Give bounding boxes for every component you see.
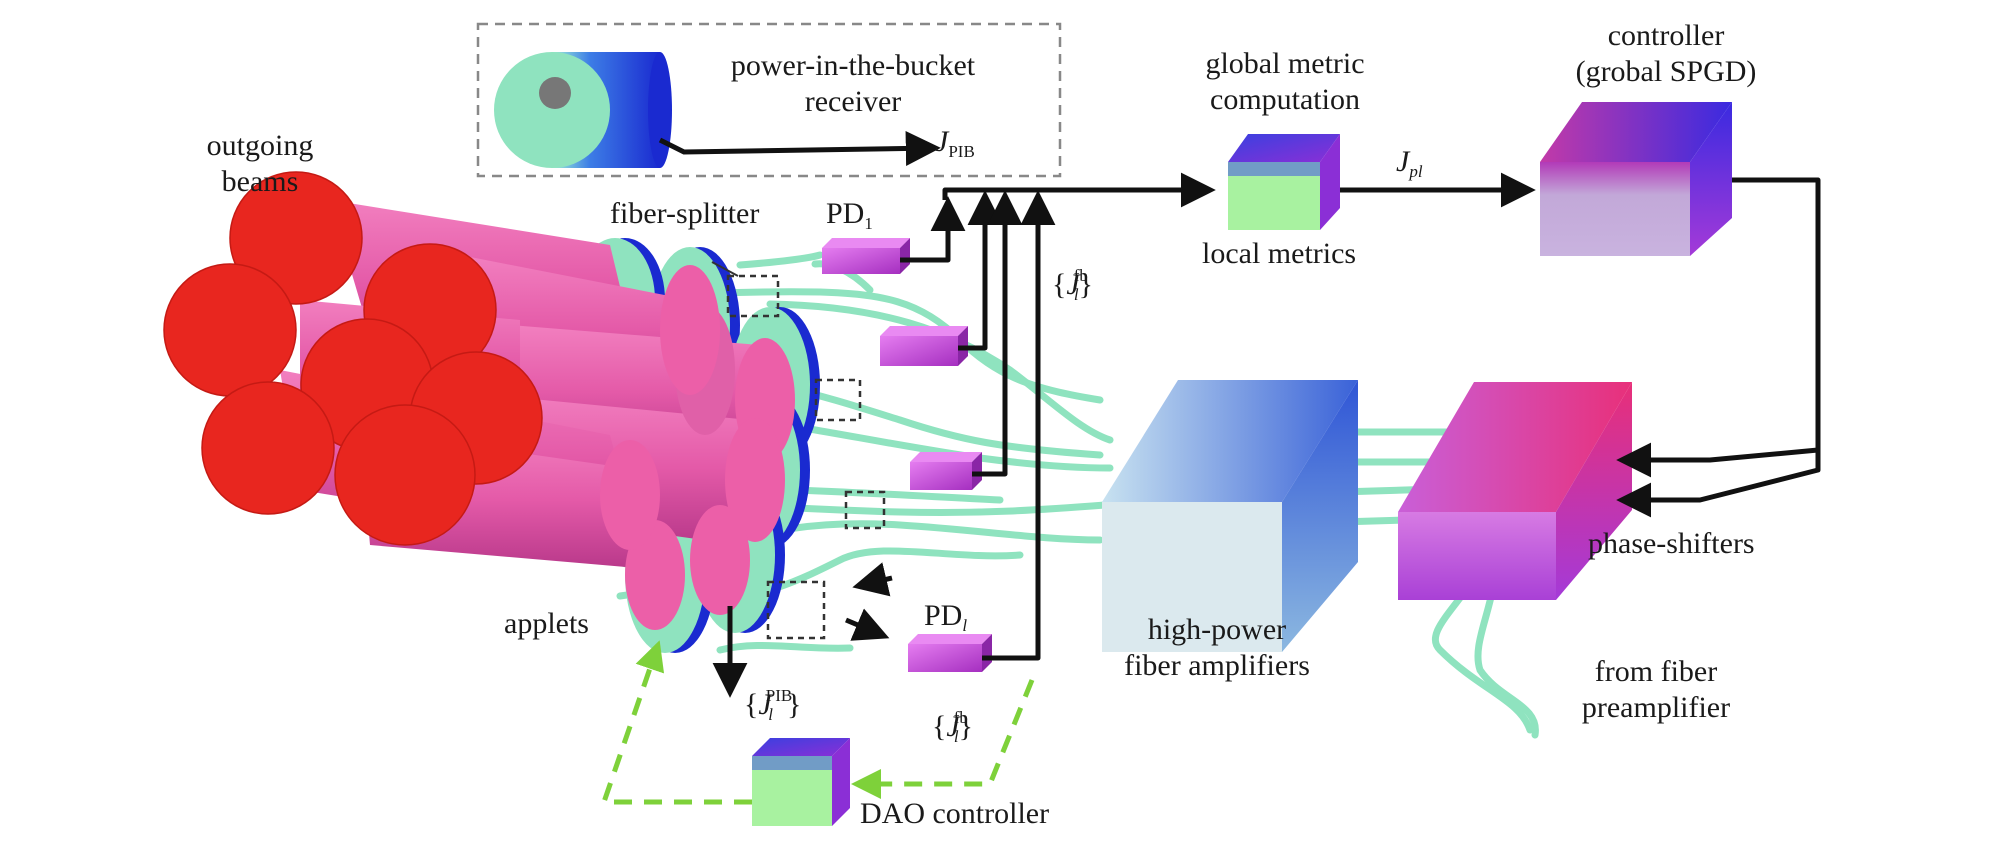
global-metric-box xyxy=(1228,134,1340,230)
beam-bundle xyxy=(163,171,820,653)
j-symbol-3: J xyxy=(1396,145,1410,178)
lbrace-3: { xyxy=(932,710,947,743)
fiber-splitter-pointer xyxy=(711,261,739,277)
pd3-to-bus xyxy=(972,190,1023,477)
pdl-label: PDl xyxy=(924,598,967,644)
hp-amp-line-1: high-power xyxy=(1147,613,1287,646)
splitter-return-arrow xyxy=(852,562,893,597)
fiber-splitter-3 xyxy=(844,490,886,530)
j-symbol-5: J xyxy=(946,710,960,743)
pib-subscript: PIB xyxy=(948,142,975,161)
splitter-to-pdl-arrow xyxy=(845,608,890,641)
outgoing-line-2: beams xyxy=(221,165,299,198)
global-metric-label: global metric computation xyxy=(1190,46,1380,118)
from-preamplifier-label: from fiber preamplifier xyxy=(1556,654,1756,726)
phase-shifters-label: phase-shifters xyxy=(1588,527,1755,560)
pib-arrow xyxy=(658,130,941,166)
hp-amp-line-2: fiber amplifiers xyxy=(1124,649,1310,682)
pib-superscript: PIB xyxy=(765,686,793,705)
global-metric-line-1: global metric xyxy=(1205,47,1365,80)
fiber-splitter-label: fiber-splitter xyxy=(610,197,760,230)
high-power-fiber-amplifiers-box xyxy=(1102,380,1358,652)
fb-superscript-1: fb xyxy=(1073,266,1088,285)
rbrace-2: } xyxy=(786,688,802,721)
j-pl-label: Jpl xyxy=(1396,144,1423,190)
from-pre-line-1: from fiber xyxy=(1594,655,1718,688)
fiber-splitters xyxy=(726,274,886,640)
signal-lines xyxy=(712,172,1821,698)
pl-subscript: pl xyxy=(1409,162,1423,181)
controller-line-2: (grobal SPGD) xyxy=(1575,55,1757,88)
photodetector-2 xyxy=(880,326,968,366)
dao-controller-label: DAO controller xyxy=(860,797,1050,830)
pib-receiver-line-1: power-in-the-bucket xyxy=(730,49,976,82)
lbrace-1: { xyxy=(1052,268,1067,301)
from-pre-line-2: preamplifier xyxy=(1581,691,1731,724)
dao-controller-box xyxy=(752,738,850,826)
controller-to-phase-shifters-2 xyxy=(1616,450,1821,518)
pdl-to-bus xyxy=(982,190,1056,661)
phase-shifters-box xyxy=(1398,382,1632,600)
j-fb-lower-label: {Jfbl} xyxy=(932,700,973,755)
hp-amplifiers-label: high-power fiber amplifiers xyxy=(1102,612,1332,684)
l-subscript-1: l xyxy=(1073,285,1079,304)
rbrace-3: } xyxy=(958,710,974,743)
local-metrics-label: local metrics xyxy=(1202,237,1357,270)
dao-feedback-loop xyxy=(600,640,1035,805)
fiber-splitter-2 xyxy=(814,378,862,422)
pd2-to-bus xyxy=(958,190,1003,351)
fiber-splitter-4 xyxy=(766,580,826,640)
pib-receiver-icon xyxy=(494,52,672,168)
controller-label: controller (grobal SPGD) xyxy=(1546,18,1786,90)
pdl-subscript: l xyxy=(962,616,968,635)
j-pib-lower-label: {JPIBl} xyxy=(744,678,801,733)
pib-receiver-box xyxy=(476,22,1062,178)
pd1-text: PD xyxy=(826,197,865,230)
j-symbol-4: J xyxy=(758,688,772,721)
pib-receiver-label: power-in-the-bucket receiver xyxy=(688,48,1018,120)
outgoing-line-1: outgoing xyxy=(206,129,314,162)
bus-to-global-metric xyxy=(942,172,1216,208)
photodetector-1 xyxy=(822,238,910,274)
outgoing-beams-label: outgoing beams xyxy=(190,128,330,200)
l-subscript-3: l xyxy=(953,727,959,746)
pd1-subscript: 1 xyxy=(864,214,873,233)
j-symbol: J xyxy=(935,125,949,158)
beam-faces xyxy=(163,171,543,546)
controller-box xyxy=(1540,102,1732,256)
pdl-text: PD xyxy=(924,599,963,632)
lbrace-2: { xyxy=(744,688,759,721)
photodetector-l xyxy=(908,634,992,672)
l-subscript-2: l xyxy=(768,705,773,724)
controller-line-1: controller xyxy=(1607,19,1725,52)
j-symbol-2: J xyxy=(1066,268,1080,301)
rbrace-1: } xyxy=(1078,268,1094,301)
j-pib-label: JPIB xyxy=(935,124,975,170)
photodetector-3 xyxy=(910,452,982,490)
fb-superscript-2: fb xyxy=(953,708,968,727)
pib-receiver-line-2: receiver xyxy=(804,85,902,118)
pd1-to-bus xyxy=(900,196,966,263)
global-metric-line-2: computation xyxy=(1210,83,1360,116)
fiber-splitter-1 xyxy=(726,274,780,318)
j-fb-upper-label: {Jfbl} xyxy=(1052,258,1093,313)
pd1-label: PD1 xyxy=(826,196,873,242)
applets-label: applets xyxy=(504,607,589,640)
photodetectors xyxy=(822,238,992,672)
